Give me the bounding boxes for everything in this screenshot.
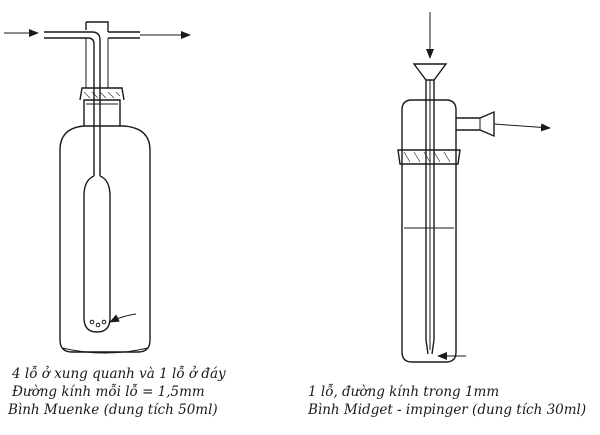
muenke-stopper <box>79 87 125 101</box>
muenke-neck <box>83 99 121 126</box>
muenke-hole-pointer <box>109 313 137 323</box>
muenke-caption-name: Bình Muenke (dung tích 50ml) <box>8 402 218 418</box>
muenke-caption-holes: 4 lỗ ở xung quanh và 1 lỗ ở đáy <box>12 366 226 382</box>
muenke-hole <box>95 322 101 328</box>
midget-ground-joint <box>397 149 461 165</box>
muenke-caption-diameter: Đường kính mỗi lỗ = 1,5mm <box>12 384 205 400</box>
muenke-bottle-body <box>59 125 151 353</box>
midget-jet-tube <box>425 80 429 355</box>
midget-caption-name: Bình Midget - impinger (dung tích 30ml) <box>308 402 587 418</box>
midget-caption-hole: 1 lỗ, đường kính trong 1mm <box>308 384 500 400</box>
muenke-bottom-curve <box>61 347 149 354</box>
muenke-hole <box>101 319 107 325</box>
muenke-inlet-tube <box>44 31 101 176</box>
midget-outer-tube <box>401 110 457 363</box>
muenke-diffuser-bulb <box>83 175 111 333</box>
muenke-bottle <box>4 21 191 354</box>
muenke-hole <box>89 319 95 325</box>
midget-outlet-arrow <box>493 123 551 132</box>
midget-side-arm <box>456 110 495 138</box>
midget-impinger <box>397 12 551 363</box>
midget-funnel <box>412 63 448 81</box>
